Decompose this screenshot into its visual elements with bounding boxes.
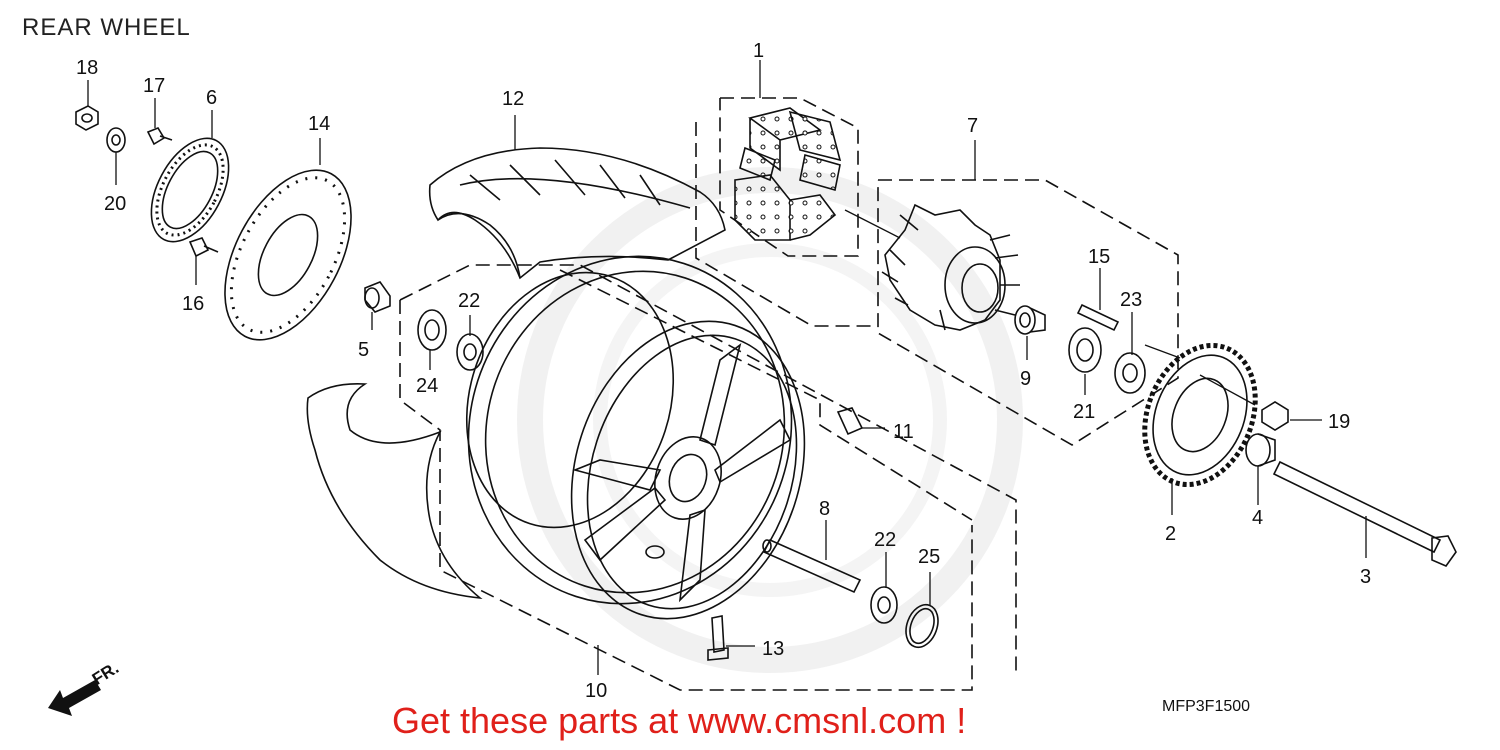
bearing-23 <box>1114 352 1146 394</box>
reference-code: MFP3F1500 <box>1162 698 1251 715</box>
callout-9: 9 <box>1020 368 1031 390</box>
nut-18 <box>75 105 99 131</box>
callout-16: 16 <box>182 293 204 315</box>
callout-8: 8 <box>819 498 830 520</box>
callouts: 1 2 3 4 5 6 7 8 9 10 11 12 13 14 15 16 1… <box>76 40 1371 702</box>
group-box-hub-assembly <box>877 179 1179 446</box>
callout-5: 5 <box>358 339 369 361</box>
callout-11: 11 <box>893 421 914 443</box>
callout-3: 3 <box>1360 566 1371 588</box>
valve-13 <box>707 615 729 661</box>
callout-22-upper: 22 <box>458 290 480 312</box>
callout-2: 2 <box>1165 523 1176 545</box>
callout-4: 4 <box>1252 507 1263 529</box>
mudguard <box>306 382 483 600</box>
leader-lines <box>87 60 1367 675</box>
washer-20 <box>106 127 126 153</box>
callout-23: 23 <box>1120 289 1142 311</box>
callout-21: 21 <box>1073 401 1095 423</box>
tire <box>428 147 726 280</box>
bolt-17 <box>146 127 173 146</box>
callout-6: 6 <box>206 87 217 109</box>
bolt-16 <box>188 237 219 258</box>
group-box-wheel <box>399 264 1017 691</box>
collar-4 <box>1245 433 1276 467</box>
nut-19 <box>1261 401 1289 431</box>
callout-25: 25 <box>918 546 940 568</box>
callout-7: 7 <box>967 115 978 137</box>
bearing-22-upper <box>456 333 484 371</box>
callout-13: 13 <box>762 638 784 660</box>
pulser-ring <box>150 137 230 243</box>
callout-22-lower: 22 <box>874 529 896 551</box>
callout-19: 19 <box>1328 411 1350 433</box>
wheel-rim <box>465 255 806 620</box>
callout-24: 24 <box>416 375 438 397</box>
callout-14: 14 <box>308 113 330 135</box>
callout-20: 20 <box>104 193 126 215</box>
distance-collar-8 <box>762 538 862 594</box>
collar-9 <box>1014 305 1046 335</box>
callout-17: 17 <box>143 75 165 97</box>
callout-1: 1 <box>753 40 764 62</box>
callout-12: 12 <box>502 88 524 110</box>
page-title: REAR WHEEL <box>22 14 191 41</box>
bearing-22-lower <box>870 586 898 624</box>
callout-18: 18 <box>76 57 98 79</box>
bearing-21 <box>1068 327 1102 373</box>
axle <box>1272 460 1457 567</box>
collar-5 <box>364 281 391 313</box>
callout-10: 10 <box>585 680 607 702</box>
footer-promo-link[interactable]: Get these parts at www.cmsnl.com ! <box>392 700 967 741</box>
brake-disc <box>224 169 352 341</box>
callout-15: 15 <box>1088 246 1110 268</box>
front-direction-arrow <box>48 680 101 716</box>
damper-rubbers <box>734 107 842 241</box>
driven-flange-hub <box>881 203 1020 331</box>
stud-15 <box>1076 303 1120 332</box>
balance-weight-11 <box>836 407 864 436</box>
sprocket <box>1142 342 1258 488</box>
bearing-24 <box>417 309 447 351</box>
